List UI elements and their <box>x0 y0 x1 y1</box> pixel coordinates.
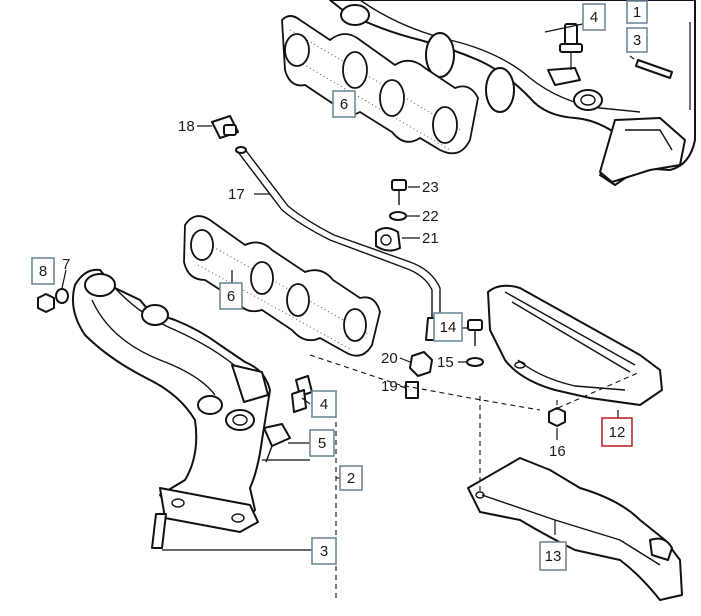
callout-12: 12 <box>601 417 633 447</box>
callout-number: 7 <box>62 256 70 273</box>
nut-16 <box>548 407 566 427</box>
callout-number: 3 <box>633 32 641 49</box>
heat-shield-13 <box>467 457 683 601</box>
callout-19: 19 <box>381 378 398 395</box>
lower-exhaust-manifold <box>72 268 271 533</box>
callout-number: 18 <box>178 118 195 135</box>
callout-3: 3 <box>311 537 337 565</box>
callout-number: 8 <box>39 263 47 280</box>
callout-20: 20 <box>381 350 398 367</box>
callout-number: 16 <box>549 443 566 460</box>
nut-8 <box>37 293 55 313</box>
upper-stud <box>629 55 673 79</box>
callout-box <box>311 390 337 418</box>
callout-box <box>582 3 606 31</box>
callout-number: 1 <box>633 4 641 21</box>
clamp-21 <box>375 227 401 252</box>
callout-5: 5 <box>309 429 335 457</box>
callout-7: 7 <box>62 256 70 273</box>
callout-23: 23 <box>422 179 439 196</box>
callout-14: 14 <box>433 312 463 342</box>
callout-1: 1 <box>626 0 648 24</box>
callout-4: 4 <box>582 3 606 31</box>
bolt-5 <box>263 423 291 463</box>
callout-number: 12 <box>609 424 626 441</box>
lower-gasket <box>183 215 381 357</box>
callout-box <box>539 541 567 571</box>
callout-6: 6 <box>332 90 356 118</box>
callout-13: 13 <box>539 541 567 571</box>
callout-box <box>626 27 648 53</box>
upper-union-fitting <box>559 23 583 70</box>
callout-box <box>309 429 335 457</box>
callout-number: 19 <box>381 378 398 395</box>
callout-number: 14 <box>440 319 457 336</box>
callout-box <box>626 0 648 24</box>
callout-number: 13 <box>545 548 562 565</box>
washer-22 <box>389 211 407 221</box>
callout-number: 22 <box>422 208 439 225</box>
callout-21: 21 <box>422 230 439 247</box>
callout-number: 6 <box>227 288 235 305</box>
nut-20 <box>409 351 433 377</box>
heat-shield-12 <box>487 284 663 406</box>
callout-box <box>31 257 55 285</box>
callout-number: 4 <box>590 9 598 26</box>
plug <box>211 115 239 139</box>
callout-2: 2 <box>339 465 363 491</box>
bolt-14 <box>467 319 483 346</box>
callout-number: 3 <box>320 543 328 560</box>
callout-17: 17 <box>228 186 245 203</box>
callout-box <box>339 465 363 491</box>
sleeve-19 <box>405 381 419 399</box>
callout-15: 15 <box>437 354 454 371</box>
upper-exhaust-manifold <box>329 0 696 186</box>
callout-box <box>332 90 356 118</box>
callout-number: 4 <box>320 396 328 413</box>
callout-18: 18 <box>178 118 195 135</box>
callout-number: 15 <box>437 354 454 371</box>
callout-8: 8 <box>31 257 55 285</box>
callout-number: 23 <box>422 179 439 196</box>
callout-number: 17 <box>228 186 245 203</box>
callout-box <box>311 537 337 565</box>
callout-box <box>601 417 633 447</box>
callout-number: 6 <box>340 96 348 113</box>
callout-number: 5 <box>318 435 326 452</box>
stud-3-lower <box>151 513 167 549</box>
callout-box <box>433 312 463 342</box>
callout-4: 4 <box>311 390 337 418</box>
callout-16: 16 <box>549 443 566 460</box>
callout-6: 6 <box>219 282 243 310</box>
callout-number: 20 <box>381 350 398 367</box>
lower-union-fitting <box>291 375 313 413</box>
upper-gasket <box>281 15 479 155</box>
callout-3: 3 <box>626 27 648 53</box>
callout-box <box>219 282 243 310</box>
callout-number: 21 <box>422 230 439 247</box>
bolt-23 <box>391 179 407 205</box>
washer-15 <box>466 357 484 367</box>
callout-number: 2 <box>347 470 355 487</box>
washer-7 <box>55 288 69 304</box>
callout-22: 22 <box>422 208 439 225</box>
